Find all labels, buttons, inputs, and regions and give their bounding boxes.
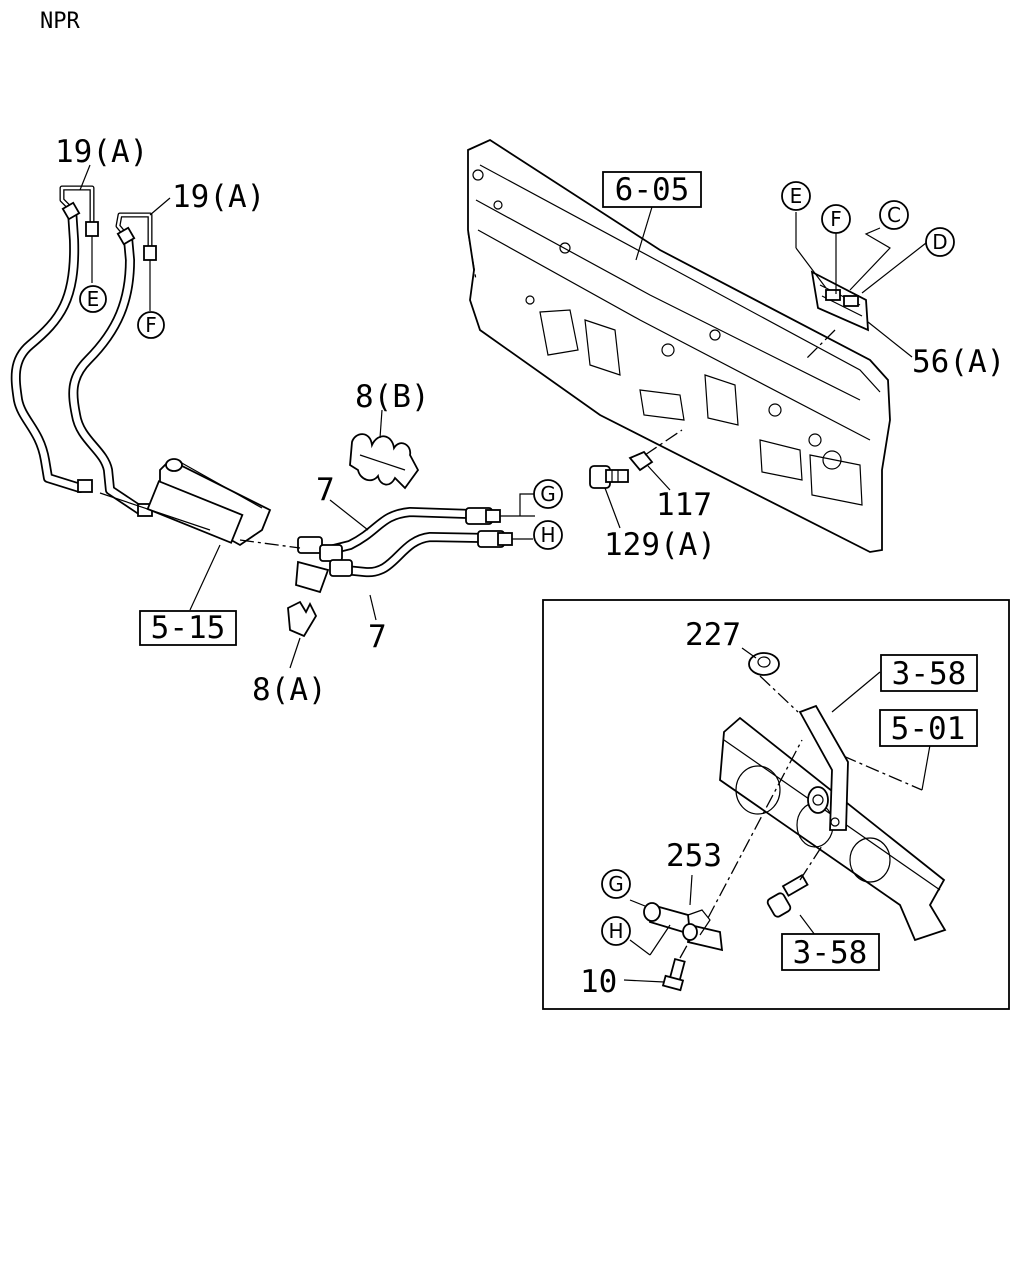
connector-c-panel — [879, 200, 909, 230]
ref-box-3-58-bottom — [781, 933, 880, 971]
nut-227[interactable] — [748, 652, 780, 676]
bolt-10[interactable] — [661, 957, 686, 992]
label-227: 227 — [685, 617, 741, 653]
connector-f-panel — [821, 204, 851, 234]
bracket-56a[interactable] — [810, 270, 869, 332]
clip-8a[interactable] — [287, 560, 330, 638]
connector-g-inset — [601, 869, 631, 899]
model-title: NPR — [40, 9, 80, 34]
label-5-15: 5-15 — [151, 610, 226, 646]
label-6-05: 6-05 — [615, 172, 690, 208]
mounting-plate[interactable] — [99, 458, 272, 547]
label-19a-left: 19(A) — [55, 134, 148, 170]
ref-box-3-58-top — [880, 654, 978, 692]
bolt-3-58[interactable] — [766, 873, 809, 918]
connector-f-left-label: F — [145, 313, 157, 337]
pipe-7-assembly[interactable] — [239, 507, 535, 578]
label-5-01: 5-01 — [891, 711, 966, 747]
hose-19a-left[interactable] — [10, 185, 99, 493]
connector-d-panel — [925, 227, 955, 257]
ref-box-5-01 — [879, 709, 978, 747]
connector-h-inset-label: H — [608, 919, 623, 943]
label-7-bottom: 7 — [368, 619, 387, 655]
nut-117[interactable] — [628, 450, 654, 472]
label-129a: 129(A) — [604, 527, 716, 563]
label-253: 253 — [666, 838, 722, 874]
connector-d-panel-label: D — [932, 230, 947, 254]
connector-g-pipe-label: G — [540, 482, 556, 506]
clip-8b[interactable] — [349, 433, 420, 490]
label-3-58-top: 3-58 — [892, 656, 967, 692]
ref-box-5-15 — [139, 610, 237, 646]
connector-c-panel-label: C — [887, 203, 901, 227]
label-7-top: 7 — [316, 472, 335, 508]
label-56a: 56(A) — [912, 344, 1005, 380]
connector-g-inset-label: G — [608, 872, 624, 896]
label-10: 10 — [580, 964, 617, 1000]
connector-h-pipe — [533, 520, 563, 550]
front-panel[interactable] — [467, 138, 891, 553]
label-19a-right: 19(A) — [172, 179, 265, 215]
connector-f-left — [137, 311, 165, 339]
ref-box-6-05 — [602, 171, 702, 208]
label-117: 117 — [656, 487, 712, 523]
connector-h-pipe-label: H — [540, 523, 555, 547]
connector-e-left — [79, 285, 107, 313]
connector-e-left-label: E — [87, 287, 100, 311]
detail-inset — [542, 599, 1010, 1010]
bolt-129a[interactable] — [589, 465, 629, 489]
connector-e-panel-label: E — [790, 184, 803, 208]
connector-f-panel-label: F — [830, 207, 842, 231]
bracket-3-58[interactable] — [798, 704, 849, 831]
label-3-58-bottom: 3-58 — [793, 935, 868, 971]
hose-19a-right[interactable] — [68, 212, 157, 517]
connector-e-panel — [781, 181, 811, 211]
label-8b: 8(B) — [355, 379, 430, 415]
label-8a: 8(A) — [252, 672, 327, 708]
clip-253[interactable] — [643, 902, 724, 952]
connector-h-inset — [601, 916, 631, 946]
